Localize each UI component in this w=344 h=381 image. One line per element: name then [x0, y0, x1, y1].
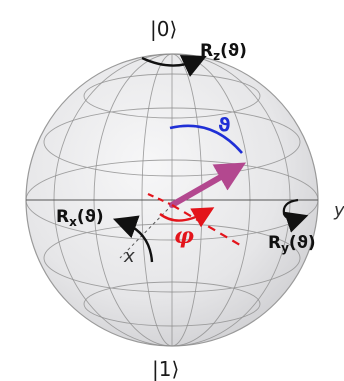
- phi-label: φ: [174, 223, 194, 249]
- rz-rotation-arrow: [141, 55, 207, 77]
- phi-arc: [159, 207, 215, 228]
- ket-zero-label: |0⟩: [150, 17, 177, 41]
- rz-label: Rz(ϑ): [200, 41, 247, 63]
- y-axis-label: y: [333, 200, 344, 221]
- rx-label: Rx(ϑ): [56, 207, 104, 229]
- ry-label: Ry(ϑ): [268, 233, 316, 255]
- ry-rotation-arrow: [282, 198, 309, 233]
- theta-arc: [169, 124, 243, 154]
- ket-one-label: |1⟩: [152, 357, 179, 381]
- projection-stub: [147, 192, 171, 206]
- rx-rotation-arrow: [112, 215, 154, 263]
- coordinate-axes: [26, 199, 318, 259]
- x-axis-label: x: [123, 246, 135, 267]
- state-vector: [169, 162, 247, 208]
- theta-label: ϑ: [218, 114, 231, 136]
